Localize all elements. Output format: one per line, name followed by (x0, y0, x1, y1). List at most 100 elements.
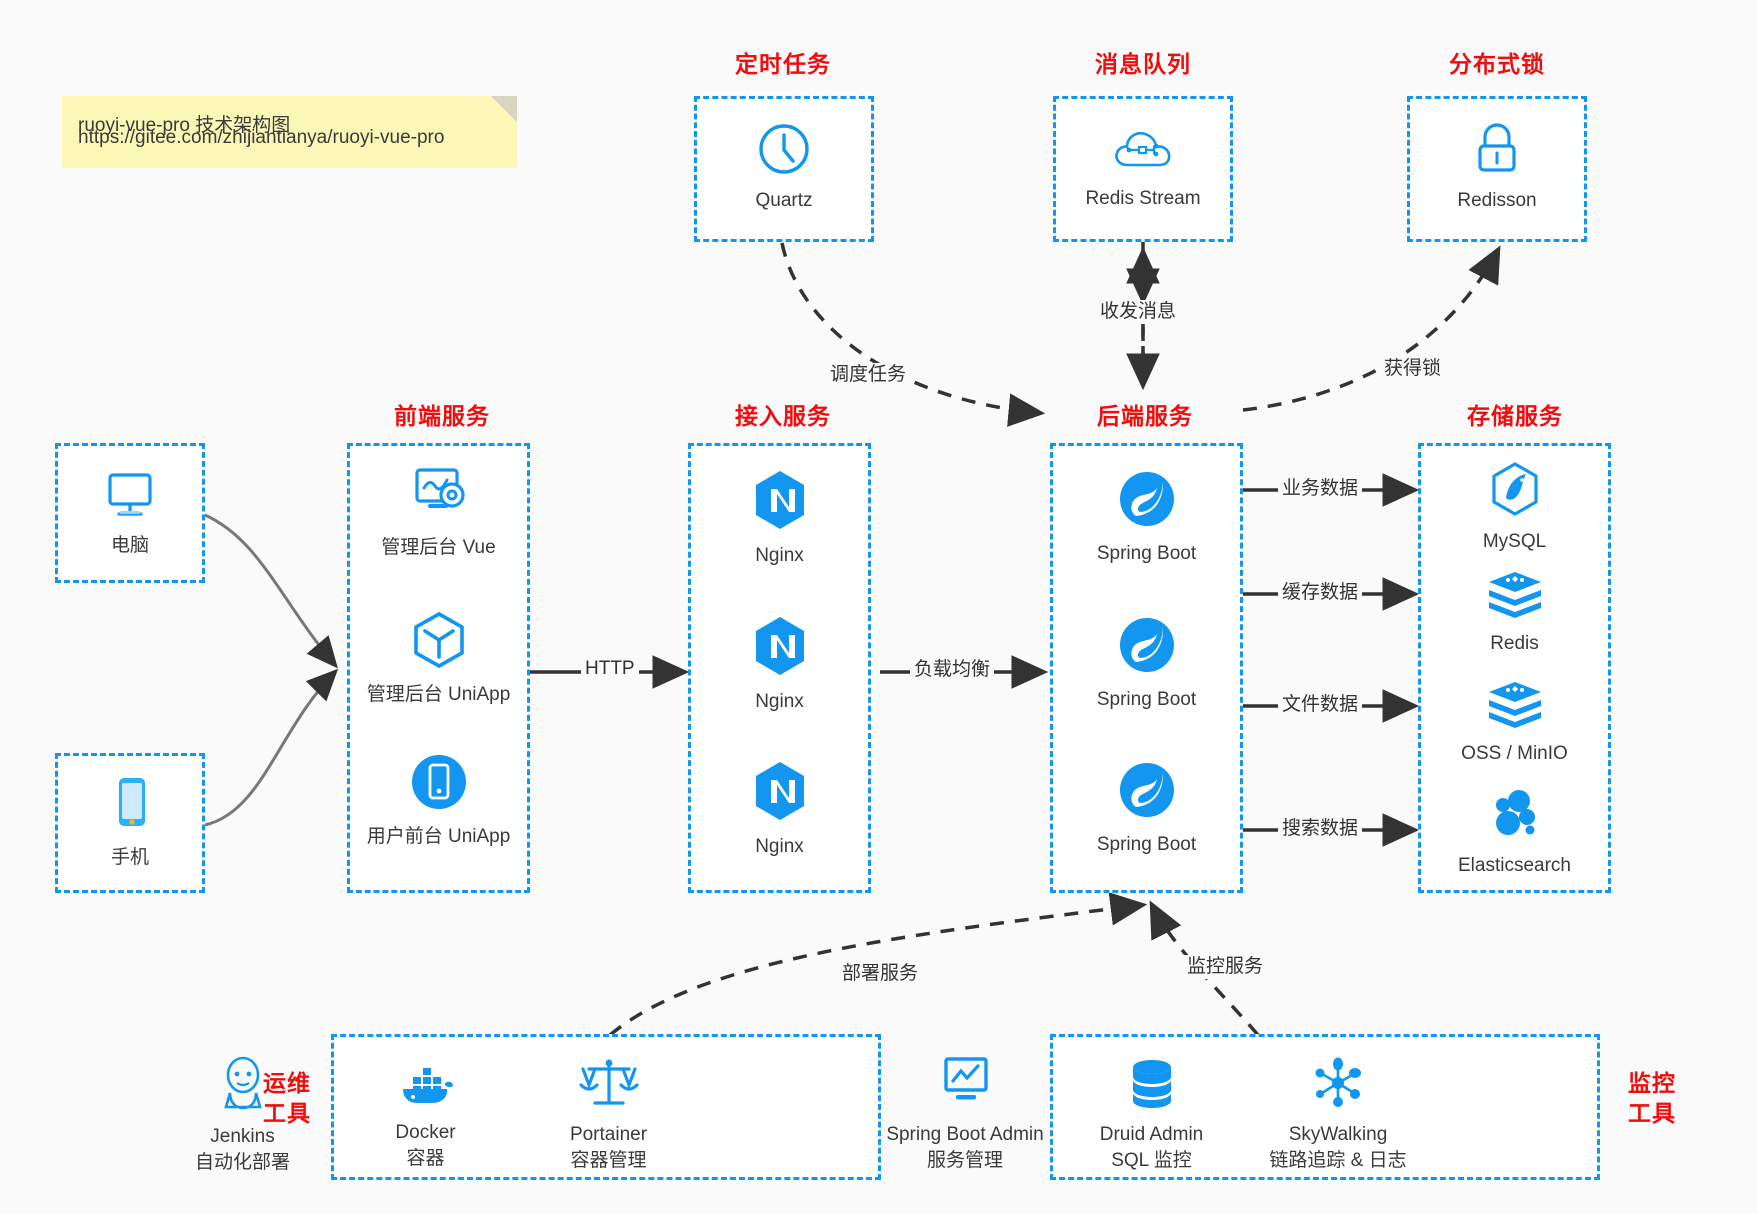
group-box-scheduled-task: Quartz (694, 96, 874, 242)
node-label-nginx-3: Nginx (755, 836, 804, 857)
edge-label-http: HTTP (581, 657, 639, 681)
node-sublabel-jenkins: 自动化部署 (194, 1152, 290, 1173)
node-admin-uniapp[interactable]: 管理后台 UniApp (350, 609, 527, 708)
node-label-springboot-3: Spring Boot (1096, 834, 1197, 855)
node-label-user-uniapp: 用户前台 UniApp (366, 826, 511, 847)
cloud-stream-icon (1112, 125, 1174, 180)
group-title-frontend: 前端服务 (394, 403, 490, 429)
node-label-springboot-2: Spring Boot (1096, 689, 1197, 710)
node-quartz[interactable]: Quartz (697, 121, 871, 214)
docker-icon (395, 1059, 457, 1114)
node-oss-minio[interactable]: OSS / MinIO (1421, 678, 1608, 767)
group-title-scheduled-task: 定时任务 (735, 51, 831, 77)
edge-label-send-receive-message: 收发消息 (1096, 300, 1181, 324)
node-mysql[interactable]: MySQL (1421, 460, 1608, 555)
node-spring-boot-admin[interactable]: Spring Boot Admin 服务管理 (870, 1053, 1060, 1174)
portainer-scales-icon (578, 1053, 639, 1116)
node-nginx-1[interactable]: Nginx (691, 468, 868, 569)
skywalking-icon (1309, 1055, 1367, 1116)
note-fold-corner (491, 96, 517, 122)
dashboard-gear-icon (406, 464, 472, 529)
group-box-message-queue: Redis Stream (1053, 96, 1233, 242)
edge-label-monitor-service: 监控服务 (1183, 955, 1268, 979)
group-box-devops: Jenkins 自动化部署 Docker 容器 (195, 1034, 881, 1180)
group-box-storage: MySQL Redis (1418, 443, 1611, 893)
diagram-note: ruoyi-vue-pro 技术架构图 https://gitee.com/zh… (62, 96, 517, 168)
node-mobile[interactable]: 手机 (58, 774, 202, 871)
node-desktop[interactable]: 电脑 (58, 466, 202, 559)
group-title-devops-line1: 运维 (263, 1070, 311, 1096)
node-label-nginx-2: Nginx (755, 691, 804, 712)
node-label-quartz: Quartz (755, 190, 813, 211)
edge-label-deploy-service: 部署服务 (838, 962, 923, 986)
group-box-frontend: 管理后台 Vue 管理后台 UniApp 用户前台 UniApp (347, 443, 530, 893)
group-title-monitoring-line2: 工具 (1628, 1100, 1676, 1126)
node-elasticsearch[interactable]: Elasticsearch (1421, 786, 1608, 879)
node-label-skywalking: SkyWalking (1288, 1124, 1388, 1145)
mobile-icon (108, 774, 152, 839)
node-label-desktop: 电脑 (110, 535, 149, 556)
nginx-icon (751, 759, 809, 828)
group-box-monitoring: Spring Boot Admin 服务管理 Druid Admin SQL 监… (886, 1034, 1600, 1180)
edge-label-search-data: 搜索数据 (1278, 817, 1363, 841)
node-skywalking[interactable]: SkyWalking 链路追踪 & 日志 (1243, 1055, 1433, 1174)
spring-leaf-icon (1116, 614, 1178, 681)
group-title-backend: 后端服务 (1097, 403, 1193, 429)
group-title-storage: 存储服务 (1467, 403, 1563, 429)
node-springboot-3[interactable]: Spring Boot (1053, 759, 1240, 858)
node-label-admin-uniapp: 管理后台 UniApp (366, 684, 511, 705)
node-label-redis: Redis (1490, 633, 1539, 654)
database-icon (1124, 1055, 1180, 1116)
node-jenkins[interactable]: Jenkins 自动化部署 (151, 1053, 334, 1176)
node-nginx-3[interactable]: Nginx (691, 759, 868, 860)
node-sublabel-skywalking: 链路追踪 & 日志 (1269, 1150, 1407, 1171)
node-sublabel-docker: 容器 (406, 1148, 445, 1169)
group-title-monitoring-line1: 监控 (1628, 1070, 1676, 1096)
group-box-gateway: Nginx Nginx Nginx (688, 443, 871, 893)
node-druid-admin[interactable]: Druid Admin SQL 监控 (1060, 1055, 1243, 1174)
node-redisson[interactable]: Redisson (1410, 121, 1584, 214)
node-label-docker: Docker (395, 1122, 456, 1143)
note-text-line1: ruoyi-vue-pro 技术架构图 (78, 115, 291, 136)
edge-label-business-data: 业务数据 (1278, 477, 1363, 501)
spring-leaf-icon (1116, 468, 1178, 535)
node-sublabel-portainer: 容器管理 (570, 1150, 647, 1171)
lock-icon (1471, 121, 1523, 182)
node-label-elasticsearch: Elasticsearch (1458, 855, 1571, 876)
node-springboot-2[interactable]: Spring Boot (1053, 614, 1240, 713)
node-label-redis-stream: Redis Stream (1085, 188, 1201, 209)
clock-icon (756, 121, 812, 182)
node-label-spring-boot-admin: Spring Boot Admin (886, 1124, 1044, 1145)
node-springboot-1[interactable]: Spring Boot (1053, 468, 1240, 567)
node-nginx-2[interactable]: Nginx (691, 614, 868, 715)
edge-label-schedule-task: 调度任务 (826, 363, 911, 387)
node-portainer[interactable]: Portainer 容器管理 (517, 1053, 700, 1174)
mobile-circle-icon (408, 751, 470, 818)
node-label-mobile: 手机 (110, 847, 149, 868)
redis-icon (1484, 568, 1546, 625)
node-admin-vue[interactable]: 管理后台 Vue (350, 464, 527, 561)
node-redis-stream[interactable]: Redis Stream (1056, 125, 1230, 212)
nginx-icon (751, 614, 809, 683)
group-title-message-queue: 消息队列 (1095, 51, 1191, 77)
edge-label-acquire-lock: 获得锁 (1380, 357, 1446, 381)
node-label-jenkins: Jenkins (210, 1126, 275, 1147)
node-label-portainer: Portainer (569, 1124, 648, 1145)
node-docker[interactable]: Docker 容器 (334, 1059, 517, 1172)
node-label-redisson: Redisson (1457, 190, 1537, 211)
edge-label-file-data: 文件数据 (1278, 693, 1363, 717)
group-box-backend: Spring Boot Spring Boot Spring Boot (1050, 443, 1243, 893)
group-title-devops-line2: 工具 (263, 1100, 311, 1126)
node-label-admin-vue: 管理后台 Vue (381, 537, 496, 558)
group-title-distributed-lock: 分布式锁 (1449, 51, 1545, 77)
edge-label-cache-data: 缓存数据 (1278, 581, 1363, 605)
node-user-uniapp[interactable]: 用户前台 UniApp (350, 751, 527, 850)
group-box-distributed-lock: Redisson (1407, 96, 1587, 242)
hexagon-cube-icon (408, 609, 470, 676)
group-box-client-desktop: 电脑 (55, 443, 205, 583)
node-label-springboot-1: Spring Boot (1096, 543, 1197, 564)
node-label-oss-minio: OSS / MinIO (1461, 743, 1568, 764)
node-redis[interactable]: Redis (1421, 568, 1608, 657)
desktop-icon (99, 466, 161, 527)
